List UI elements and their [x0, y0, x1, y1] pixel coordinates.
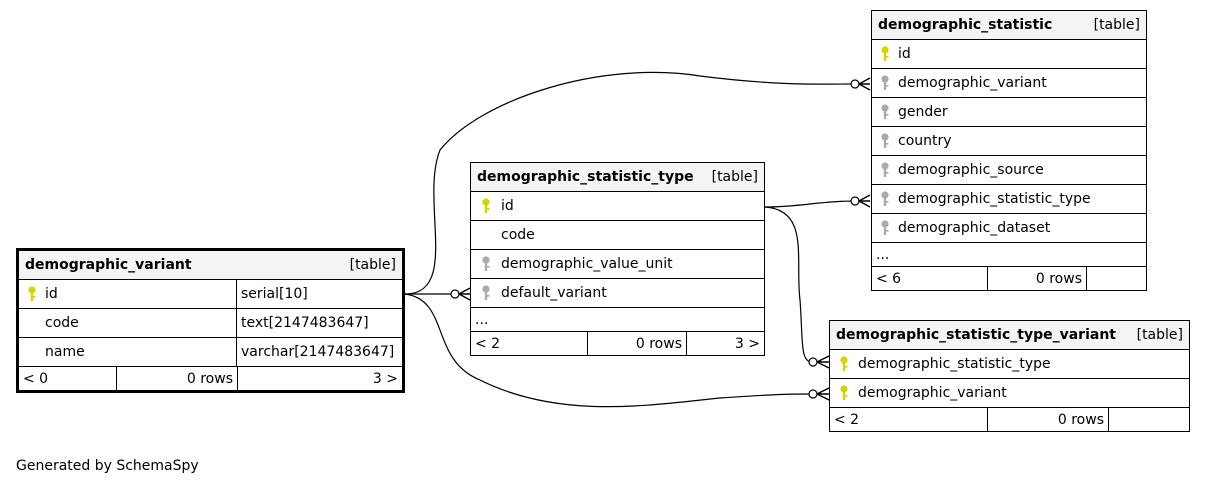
table-footer: < 2 0 rows: [830, 408, 1189, 431]
table-demographic-variant[interactable]: demographic_variant [table] id serial[10…: [16, 248, 405, 393]
column-row: default_variant: [471, 279, 764, 308]
table-footer: < 0 0 rows 3 >: [19, 367, 402, 390]
primary-key-icon: [872, 46, 898, 62]
primary-key-icon: [471, 198, 501, 214]
parents-count: [1087, 267, 1146, 290]
foreign-key-icon: [872, 162, 898, 178]
column-name: name: [45, 344, 85, 360]
table-name: demographic_statistic: [878, 17, 1053, 33]
table-kind: [table]: [1136, 327, 1183, 343]
more-columns: ...: [471, 308, 764, 332]
crowfoot-marker: [858, 77, 871, 91]
column-name: demographic_statistic_type: [898, 191, 1091, 207]
table-footer: < 2 0 rows 3 >: [471, 332, 764, 355]
foreign-key-icon: [471, 285, 501, 301]
column-row: demographic_value_unit: [471, 250, 764, 279]
table-kind: [table]: [711, 169, 758, 185]
column-row: demographic_variant: [830, 379, 1189, 408]
column-row: name varchar[2147483647]: [19, 338, 402, 367]
foreign-key-icon: [872, 133, 898, 149]
parents-count: [1109, 408, 1189, 431]
foreign-key-icon: [872, 104, 898, 120]
children-count: < 2: [471, 332, 588, 355]
foreign-key-icon: [872, 220, 898, 236]
optional-marker: [808, 357, 818, 367]
column-name: default_variant: [501, 285, 607, 301]
column-name: demographic_variant: [858, 385, 1007, 401]
optional-marker: [450, 289, 460, 299]
column-row: demographic_statistic_type: [830, 350, 1189, 379]
optional-marker: [850, 196, 860, 206]
column-row: demographic_source: [872, 156, 1146, 185]
column-name: demographic_dataset: [898, 220, 1051, 236]
column-type: text[2147483647]: [236, 309, 402, 337]
column-type: serial[10]: [236, 280, 402, 308]
row-count: 0 rows: [988, 267, 1087, 290]
column-row: gender: [872, 98, 1146, 127]
column-name: demographic_value_unit: [501, 256, 673, 272]
table-demographic-statistic[interactable]: demographic_statistic [table] id demogra…: [871, 10, 1147, 291]
foreign-key-icon: [872, 75, 898, 91]
column-row: demographic_statistic_type: [872, 185, 1146, 214]
table-footer: < 6 0 rows: [872, 267, 1146, 290]
parents-count: 3 >: [734, 335, 760, 352]
table-header: demographic_statistic_type [table]: [471, 163, 764, 192]
column-name: gender: [898, 104, 948, 120]
primary-key-icon: [19, 286, 45, 302]
crowfoot-marker: [816, 387, 830, 401]
row-count: 0 rows: [988, 408, 1109, 431]
column-name: demographic_statistic_type: [858, 356, 1051, 372]
table-demographic-statistic-type[interactable]: demographic_statistic_type [table] id co…: [470, 162, 765, 356]
children-count: < 2: [830, 408, 988, 431]
table-name: demographic_variant: [25, 257, 192, 273]
more-columns: ...: [872, 243, 1146, 267]
row-count: 0 rows: [588, 332, 687, 355]
parents-count: 3 >: [372, 370, 398, 387]
edge-type-to-type-variant: [764, 206, 813, 363]
column-row: id: [872, 40, 1146, 69]
edge-type-to-statistic: [764, 200, 856, 208]
table-kind: [table]: [349, 257, 396, 273]
primary-key-icon: [830, 385, 858, 401]
crowfoot-marker: [458, 287, 471, 301]
children-count: < 6: [872, 267, 988, 290]
generator-credit: Generated by SchemaSpy: [16, 458, 199, 474]
column-name: code: [45, 315, 79, 331]
column-name: code: [501, 227, 535, 243]
column-row: code: [471, 221, 764, 250]
crowfoot-marker: [858, 194, 871, 208]
column-row: code text[2147483647]: [19, 309, 402, 338]
optional-marker: [808, 389, 818, 399]
column-name: id: [898, 46, 911, 62]
table-header: demographic_variant [table]: [19, 251, 402, 280]
table-kind: [table]: [1093, 17, 1140, 33]
crowfoot-marker: [816, 355, 830, 369]
row-count: 0 rows: [117, 367, 238, 390]
column-type: varchar[2147483647]: [236, 338, 402, 366]
column-name: id: [501, 198, 514, 214]
foreign-key-icon: [872, 191, 898, 207]
column-row: id serial[10]: [19, 280, 402, 309]
children-count: < 0: [19, 367, 117, 390]
column-row: country: [872, 127, 1146, 156]
table-header: demographic_statistic_type_variant [tabl…: [830, 321, 1189, 350]
column-name: country: [898, 133, 952, 149]
table-header: demographic_statistic [table]: [872, 11, 1146, 40]
column-row: demographic_variant: [872, 69, 1146, 98]
table-name: demographic_statistic_type_variant: [836, 327, 1116, 343]
foreign-key-icon: [471, 256, 501, 272]
table-demographic-statistic-type-variant[interactable]: demographic_statistic_type_variant [tabl…: [829, 320, 1190, 432]
column-name: demographic_variant: [898, 75, 1047, 91]
optional-marker: [850, 79, 860, 89]
table-name: demographic_statistic_type: [477, 169, 694, 185]
column-row: demographic_dataset: [872, 214, 1146, 243]
column-name: demographic_source: [898, 162, 1044, 178]
column-name: id: [45, 286, 58, 302]
column-row: id: [471, 192, 764, 221]
primary-key-icon: [830, 356, 858, 372]
